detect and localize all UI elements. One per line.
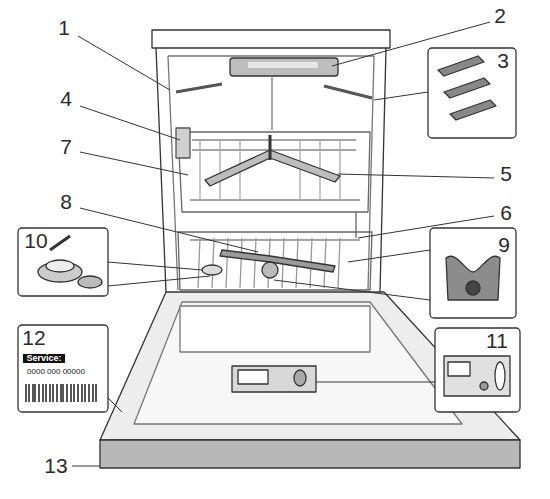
service-heading: Service: bbox=[23, 354, 64, 363]
callout-number: 9 bbox=[498, 234, 510, 255]
callout-number: 13 bbox=[44, 455, 67, 476]
callout-number: 5 bbox=[500, 163, 512, 184]
callout-number: 1 bbox=[58, 17, 70, 38]
callout-number: 2 bbox=[494, 5, 506, 26]
callout-number: 12 bbox=[22, 327, 45, 348]
callout-number: 4 bbox=[60, 88, 72, 109]
callout-number: 7 bbox=[60, 136, 72, 157]
callout-number: 3 bbox=[497, 50, 509, 71]
service-number: 0000 000 00000 bbox=[27, 368, 85, 376]
callout-number: 10 bbox=[24, 230, 47, 251]
callout-number: 8 bbox=[60, 191, 72, 212]
callout-number: 6 bbox=[500, 202, 512, 223]
callout-number: 11 bbox=[486, 330, 508, 351]
